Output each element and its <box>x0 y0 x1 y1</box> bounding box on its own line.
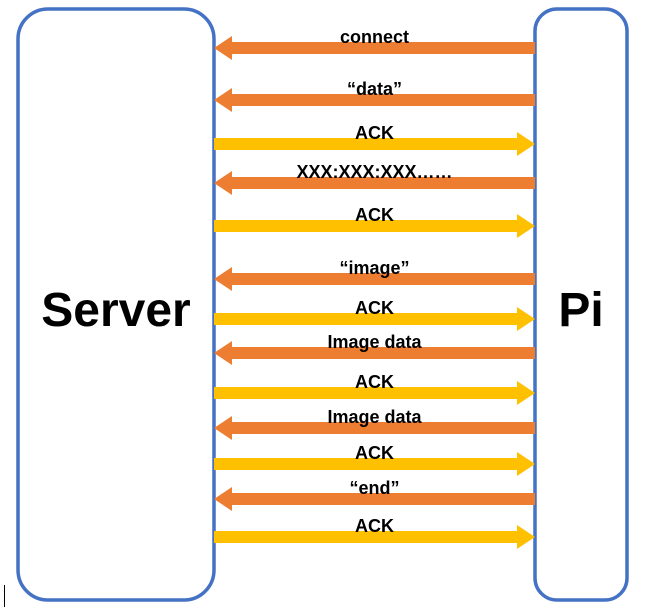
arrow-to-server <box>214 88 535 112</box>
arrow-to-pi <box>214 452 535 476</box>
message-8: Image data <box>214 332 535 365</box>
message-9: ACK <box>214 372 535 405</box>
message-label: “data” <box>347 79 402 99</box>
message-label: ACK <box>355 123 394 143</box>
message-7: ACK <box>214 298 535 331</box>
message-4: XXX:XXX:XXX…… <box>214 162 535 195</box>
message-label: connect <box>340 27 409 47</box>
message-6: “image” <box>214 258 535 291</box>
pi-box <box>533 7 629 602</box>
arrow-to-server <box>214 416 535 440</box>
message-label: ACK <box>355 298 394 318</box>
message-1: connect <box>214 27 535 60</box>
message-label: Image data <box>327 332 422 352</box>
arrow-to-server <box>214 36 535 60</box>
message-label: ACK <box>355 516 394 536</box>
server-box <box>16 7 216 602</box>
arrow-to-pi <box>214 132 535 156</box>
arrow-to-pi <box>214 307 535 331</box>
arrow-to-server <box>214 487 535 511</box>
message-label: Image data <box>327 407 422 427</box>
message-label: ACK <box>355 205 394 225</box>
message-5: ACK <box>214 205 535 238</box>
arrow-to-server <box>214 171 535 195</box>
pi-label: Pi <box>558 284 603 337</box>
message-12: “end” <box>214 478 535 511</box>
server-label: Server <box>41 284 190 337</box>
message-label: ACK <box>355 443 394 463</box>
message-list: connect “data” ACK XXX:XXX:XXX…… ACK “image” A… <box>214 27 535 549</box>
arrow-to-pi <box>214 381 535 405</box>
message-label: “end” <box>349 478 399 498</box>
arrow-to-pi <box>214 525 535 549</box>
arrow-to-pi <box>214 214 535 238</box>
arrow-to-server <box>214 341 535 365</box>
message-3: ACK <box>214 123 535 156</box>
message-11: ACK <box>214 443 535 476</box>
message-label: ACK <box>355 372 394 392</box>
message-label: “image” <box>339 258 409 278</box>
message-13: ACK <box>214 516 535 549</box>
message-label: XXX:XXX:XXX…… <box>296 162 452 182</box>
message-10: Image data <box>214 407 535 440</box>
message-2: “data” <box>214 79 535 112</box>
arrow-to-server <box>214 267 535 291</box>
